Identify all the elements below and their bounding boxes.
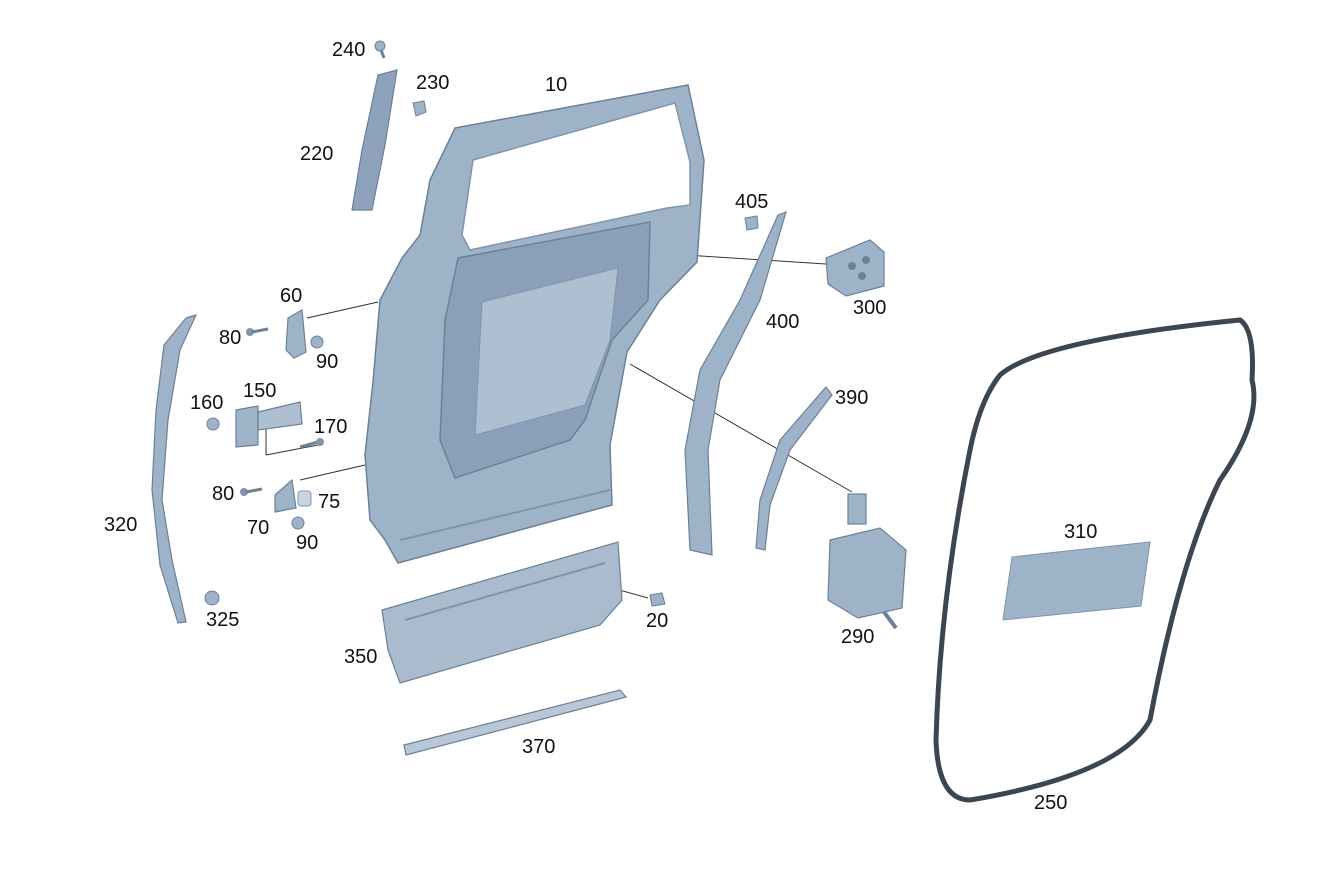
pillar-trim-220 <box>351 69 398 211</box>
bolt-80-upper <box>246 327 269 336</box>
label-370: 370 <box>522 736 556 758</box>
label-230: 230 <box>416 72 450 94</box>
label-70: 70 <box>247 517 270 539</box>
hinge-lower-70 <box>274 478 297 513</box>
label-90-upper: 90 <box>316 351 339 373</box>
label-325: 325 <box>206 609 240 631</box>
clip-20 <box>649 592 666 607</box>
label-170: 170 <box>314 416 348 438</box>
label-320: 320 <box>104 514 138 536</box>
door-lock-300 <box>825 239 885 297</box>
label-80-upper: 80 <box>219 327 242 349</box>
door-bottom-edge <box>399 489 611 541</box>
label-150: 150 <box>243 380 277 402</box>
label-250: 250 <box>1034 792 1068 814</box>
label-90-lower: 90 <box>296 532 319 554</box>
label-20: 20 <box>646 610 669 632</box>
trim-strip-390 <box>755 386 833 551</box>
nut-90-upper <box>310 335 324 349</box>
label-400: 400 <box>766 311 800 333</box>
label-240: 240 <box>332 39 366 61</box>
label-220: 220 <box>300 143 334 165</box>
label-160: 160 <box>190 392 224 414</box>
label-75: 75 <box>318 491 341 513</box>
label-60: 60 <box>280 285 303 307</box>
actuator-290 <box>827 493 907 630</box>
screw-240 <box>374 40 386 59</box>
label-10: 10 <box>545 74 568 96</box>
clip-230 <box>412 100 427 117</box>
bolt-80-lower <box>240 487 263 496</box>
door-shell-10 <box>364 84 705 564</box>
seal-strip-320 <box>151 314 198 624</box>
label-300: 300 <box>853 297 887 319</box>
bush-75 <box>297 490 312 507</box>
leader-70 <box>299 464 366 481</box>
door-access-hole <box>474 267 619 436</box>
nut-160 <box>206 417 220 431</box>
grommet-325 <box>204 590 220 606</box>
lower-trim-350 <box>381 541 623 684</box>
clip-405 <box>744 215 759 231</box>
label-390: 390 <box>835 387 869 409</box>
label-290: 290 <box>841 626 875 648</box>
door-window-opening <box>461 102 691 251</box>
nut-90-lower <box>291 516 305 530</box>
label-80-lower: 80 <box>212 483 235 505</box>
leader-60 <box>306 301 379 319</box>
sheet-310 <box>1002 541 1151 621</box>
label-350: 350 <box>344 646 378 668</box>
hinge-upper-60 <box>285 309 307 359</box>
door-seal-250 <box>933 317 1257 803</box>
leader-290 <box>629 363 853 493</box>
moulding-370 <box>403 689 628 756</box>
pillar-trim-400 <box>684 211 787 556</box>
door-check-150 <box>235 401 303 448</box>
bolt-170 <box>299 438 324 449</box>
label-405: 405 <box>735 191 769 213</box>
lower-trim-rib <box>404 562 606 621</box>
label-310: 310 <box>1064 521 1098 543</box>
leader-150-b <box>265 444 319 456</box>
